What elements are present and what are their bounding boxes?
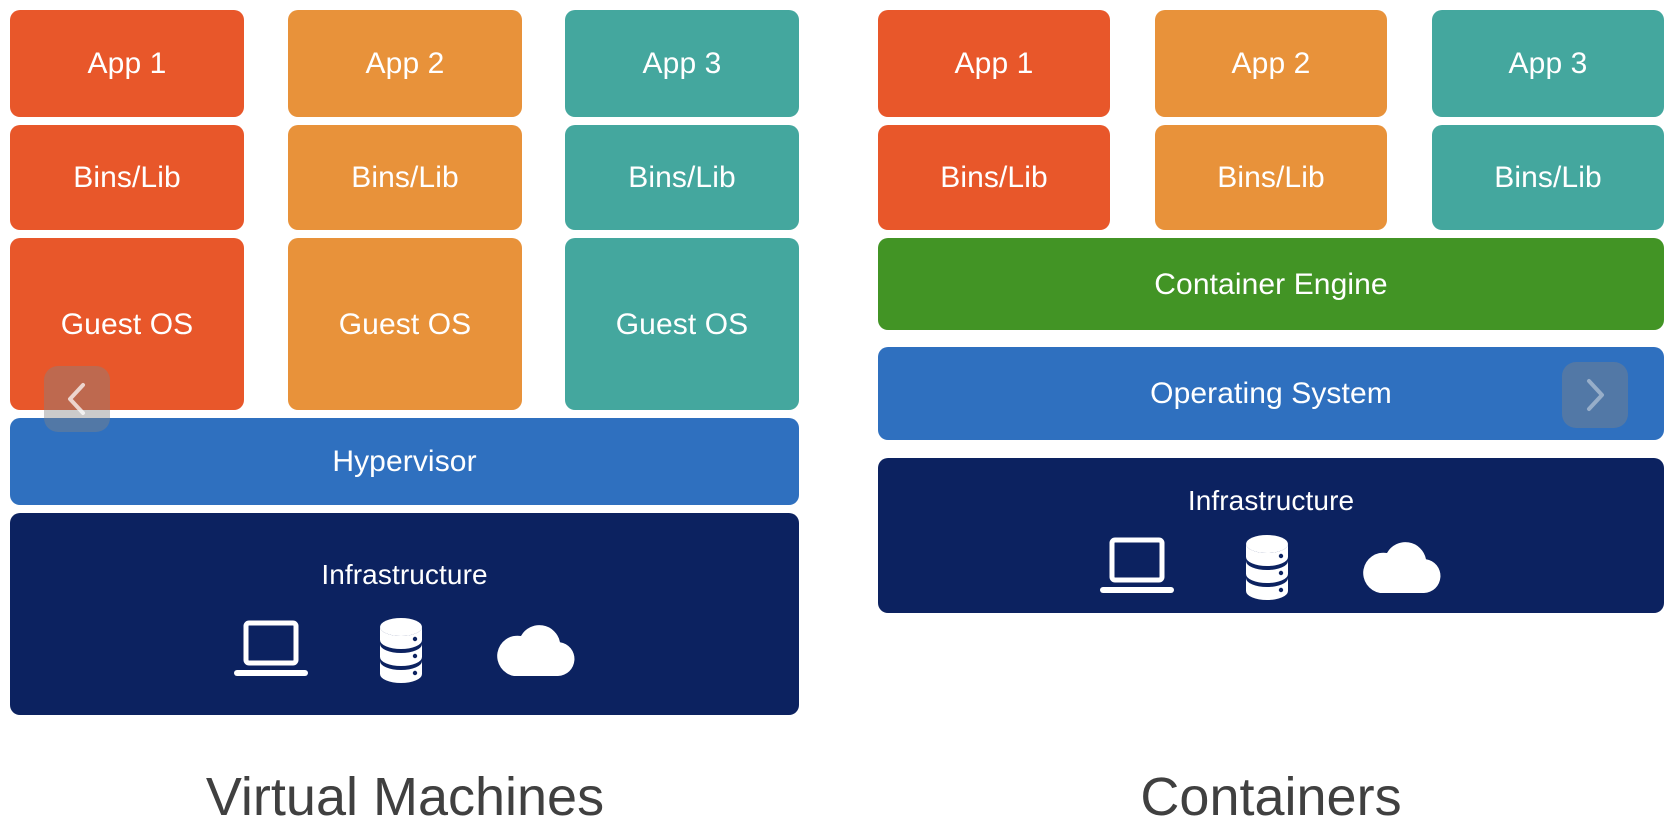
cloud-icon	[1358, 539, 1444, 597]
vm-infrastructure-label: Infrastructure	[321, 558, 488, 590]
chevron-right-icon	[1580, 376, 1610, 414]
container-engine-label: Container Engine	[1154, 267, 1388, 301]
container-app-3-block: App 3	[1432, 10, 1664, 117]
vm-bins-3-block: Bins/Lib	[565, 125, 799, 230]
container-infrastructure-icons	[878, 533, 1664, 603]
container-operating-system-block: Operating System	[878, 347, 1664, 440]
vm-app-3-label: App 3	[642, 47, 722, 80]
cloud-icon	[492, 622, 578, 680]
laptop-icon	[232, 620, 310, 682]
container-bins-3-label: Bins/Lib	[1494, 161, 1602, 194]
container-infrastructure-label: Infrastructure	[1187, 485, 1355, 517]
chevron-left-icon	[62, 380, 92, 418]
vm-app-1-label: App 1	[87, 47, 167, 80]
vm-bins-1-label: Bins/Lib	[73, 161, 181, 194]
container-engine-block: Container Engine	[878, 238, 1664, 330]
container-bins-2-label: Bins/Lib	[1217, 161, 1325, 194]
vm-panel-title: Virtual Machines	[205, 767, 605, 827]
vm-guest-os-3-label: Guest OS	[615, 307, 749, 341]
container-panel-title: Containers	[1140, 767, 1402, 827]
container-bins-2-block: Bins/Lib	[1155, 125, 1387, 230]
container-operating-system-label: Operating System	[1150, 377, 1392, 410]
container-infrastructure-block: Infrastructure	[878, 458, 1664, 613]
container-bins-1-label: Bins/Lib	[940, 161, 1048, 194]
vm-guest-os-1-block: Guest OS	[10, 238, 244, 410]
vm-guest-os-2-label: Guest OS	[338, 307, 472, 341]
vm-guest-os-2-block: Guest OS	[288, 238, 522, 410]
vm-hypervisor-label: Hypervisor	[332, 445, 477, 478]
container-app-1-label: App 1	[954, 47, 1034, 80]
container-bins-1-block: Bins/Lib	[878, 125, 1110, 230]
vm-bins-2-block: Bins/Lib	[288, 125, 522, 230]
vm-guest-os-1-label: Guest OS	[60, 307, 194, 341]
vm-hypervisor-block: Hypervisor	[10, 418, 799, 505]
vm-app-2-label: App 2	[365, 47, 445, 80]
container-app-3-label: App 3	[1508, 47, 1588, 80]
vm-infrastructure-icons	[10, 616, 799, 686]
container-app-2-block: App 2	[1155, 10, 1387, 117]
carousel-next-button[interactable]	[1562, 362, 1628, 428]
database-icon	[372, 616, 430, 686]
container-app-1-block: App 1	[878, 10, 1110, 117]
vm-bins-3-label: Bins/Lib	[628, 161, 736, 194]
vm-app-1-block: App 1	[10, 10, 244, 117]
container-app-2-label: App 2	[1231, 47, 1311, 80]
container-bins-3-block: Bins/Lib	[1432, 125, 1664, 230]
vm-bins-1-block: Bins/Lib	[10, 125, 244, 230]
vm-app-2-block: App 2	[288, 10, 522, 117]
database-icon	[1238, 533, 1296, 603]
vm-bins-2-label: Bins/Lib	[351, 161, 459, 194]
carousel-prev-button[interactable]	[44, 366, 110, 432]
vm-guest-os-3-block: Guest OS	[565, 238, 799, 410]
vm-infrastructure-block: Infrastructure	[10, 513, 799, 715]
vm-app-3-block: App 3	[565, 10, 799, 117]
laptop-icon	[1098, 537, 1176, 599]
